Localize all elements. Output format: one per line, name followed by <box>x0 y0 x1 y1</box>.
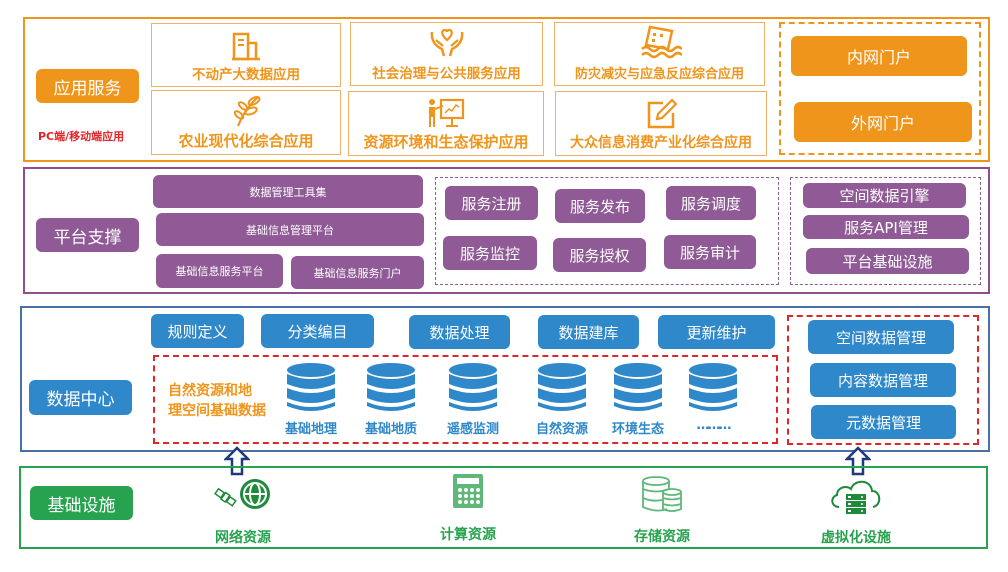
info-management-platform-box[interactable]: 基础信息管理平台 <box>156 213 424 246</box>
app-card-label: 大众信息消费产业化综合应用 <box>570 135 752 151</box>
app-services-layer <box>23 17 990 162</box>
engine-group <box>790 177 981 285</box>
data-center-label[interactable]: 数据中心 <box>29 380 132 415</box>
service-register-box[interactable]: 服务注册 <box>445 186 538 220</box>
infra-network-resources[interactable]: 网络资源 <box>198 477 288 547</box>
app-card-disaster-prevention[interactable]: 防灾减灾与应急反应综合应用 <box>554 22 765 86</box>
database-label: 基础地理 <box>284 422 337 437</box>
info-service-portal-box[interactable]: 基础信息服务门户 <box>291 256 424 289</box>
database-icon <box>538 363 586 411</box>
wheat-icon <box>233 96 261 127</box>
infrastructure-layer <box>19 466 988 549</box>
platform-support-label[interactable]: 平台支撑 <box>36 218 139 252</box>
database-item[interactable]: 基础地质 <box>343 362 439 437</box>
infrastructure-label[interactable]: 基础设施 <box>30 486 133 520</box>
database-label: 环境生态 <box>611 422 664 437</box>
calculator-icon <box>453 474 483 508</box>
app-card-label: 资源环境和生态保护应用 <box>363 133 529 151</box>
spatial-data-engine-box[interactable]: 空间数据引擎 <box>803 183 966 208</box>
infra-storage-resources[interactable]: 存储资源 <box>617 476 707 546</box>
database-label: 基础地质 <box>364 422 417 437</box>
foundation-data-group <box>153 355 778 444</box>
app-card-label: 农业现代化综合应用 <box>178 132 314 150</box>
process-rule-definition[interactable]: 规则定义 <box>151 314 244 348</box>
app-subtitle: PC端/移动端应用 <box>38 130 125 143</box>
spatial-data-management[interactable]: 空间数据管理 <box>808 320 954 354</box>
service-authorize-box[interactable]: 服务授权 <box>553 238 646 272</box>
app-card-label: 防灾减灾与应急反应综合应用 <box>574 67 744 82</box>
service-audit-box[interactable]: 服务审计 <box>664 235 756 269</box>
app-card-label: 不动产大数据应用 <box>192 67 300 83</box>
platform-infrastructure-box[interactable]: 平台基础设施 <box>806 248 969 274</box>
platform-support-layer <box>23 167 990 294</box>
presentation-icon <box>429 98 465 127</box>
infra-label: 虚拟化设施 <box>821 530 891 546</box>
building-icon <box>232 32 260 61</box>
data-tools-box[interactable]: 数据管理工具集 <box>153 175 423 208</box>
app-card-agriculture[interactable]: 农业现代化综合应用 <box>151 90 341 155</box>
hands-heart-icon <box>430 28 463 57</box>
services-group <box>435 177 779 285</box>
foundation-title-line1: 自然资源和地 <box>168 383 252 399</box>
service-api-management-box[interactable]: 服务API管理 <box>803 215 969 239</box>
app-card-social-governance[interactable]: 社会治理与公共服务应用 <box>350 22 543 86</box>
app-card-public-consumption[interactable]: 大众信息消费产业化综合应用 <box>555 91 767 156</box>
database-label: 自然资源 <box>535 422 588 437</box>
up-arrow-icon <box>845 446 871 476</box>
storage-icon <box>642 476 682 512</box>
data-management-group <box>787 315 979 445</box>
process-catalog[interactable]: 分类编目 <box>261 314 374 348</box>
process-update-maintain[interactable]: 更新维护 <box>658 315 775 349</box>
process-data-processing[interactable]: 数据处理 <box>409 315 510 349</box>
process-database-build[interactable]: 数据建库 <box>538 315 639 349</box>
database-label: ……… <box>696 418 732 433</box>
database-icon <box>287 363 335 411</box>
infra-virtualization[interactable]: 虚拟化设施 <box>806 477 906 547</box>
infra-label: 计算资源 <box>440 527 496 543</box>
metadata-management[interactable]: 元数据管理 <box>811 405 956 439</box>
database-item[interactable]: 自然资源 <box>514 362 610 437</box>
app-services-label[interactable]: 应用服务 <box>36 69 139 103</box>
infra-label: 网络资源 <box>215 530 271 546</box>
foundation-title-line2: 理空间基础数据 <box>168 403 266 419</box>
service-publish-box[interactable]: 服务发布 <box>555 189 645 223</box>
foundation-data-title: 自然资源和地 理空间基础数据 <box>168 381 266 421</box>
satellite-globe-icon <box>214 479 270 509</box>
up-arrow-icon <box>224 446 250 476</box>
app-card-label: 社会治理与公共服务应用 <box>372 66 521 82</box>
service-schedule-box[interactable]: 服务调度 <box>666 186 756 220</box>
database-label: 遥感监测 <box>446 422 499 437</box>
cloud-server-icon <box>831 480 881 514</box>
infra-compute-resources[interactable]: 计算资源 <box>423 472 513 544</box>
extranet-portal-button[interactable]: 外网门户 <box>794 102 972 142</box>
infra-label: 存储资源 <box>634 529 690 545</box>
database-item[interactable]: ……… <box>665 362 761 433</box>
edit-icon <box>647 98 677 129</box>
database-icon <box>449 363 497 411</box>
service-monitor-box[interactable]: 服务监控 <box>443 236 537 270</box>
portals-group <box>779 22 981 155</box>
database-icon <box>367 363 415 411</box>
app-card-real-estate[interactable]: 不动产大数据应用 <box>151 23 341 87</box>
info-service-platform-box[interactable]: 基础信息服务平台 <box>156 254 283 288</box>
database-icon <box>689 363 737 411</box>
database-icon <box>614 363 662 411</box>
database-item[interactable]: 环境生态 <box>590 362 686 437</box>
intranet-portal-button[interactable]: 内网门户 <box>791 36 967 76</box>
database-item[interactable]: 基础地理 <box>263 362 359 437</box>
data-center-layer <box>20 306 990 452</box>
content-data-management[interactable]: 内容数据管理 <box>810 363 956 397</box>
database-item[interactable]: 遥感监测 <box>425 362 521 437</box>
app-card-eco-protection[interactable]: 资源环境和生态保护应用 <box>348 91 544 156</box>
flood-building-icon <box>640 25 682 59</box>
